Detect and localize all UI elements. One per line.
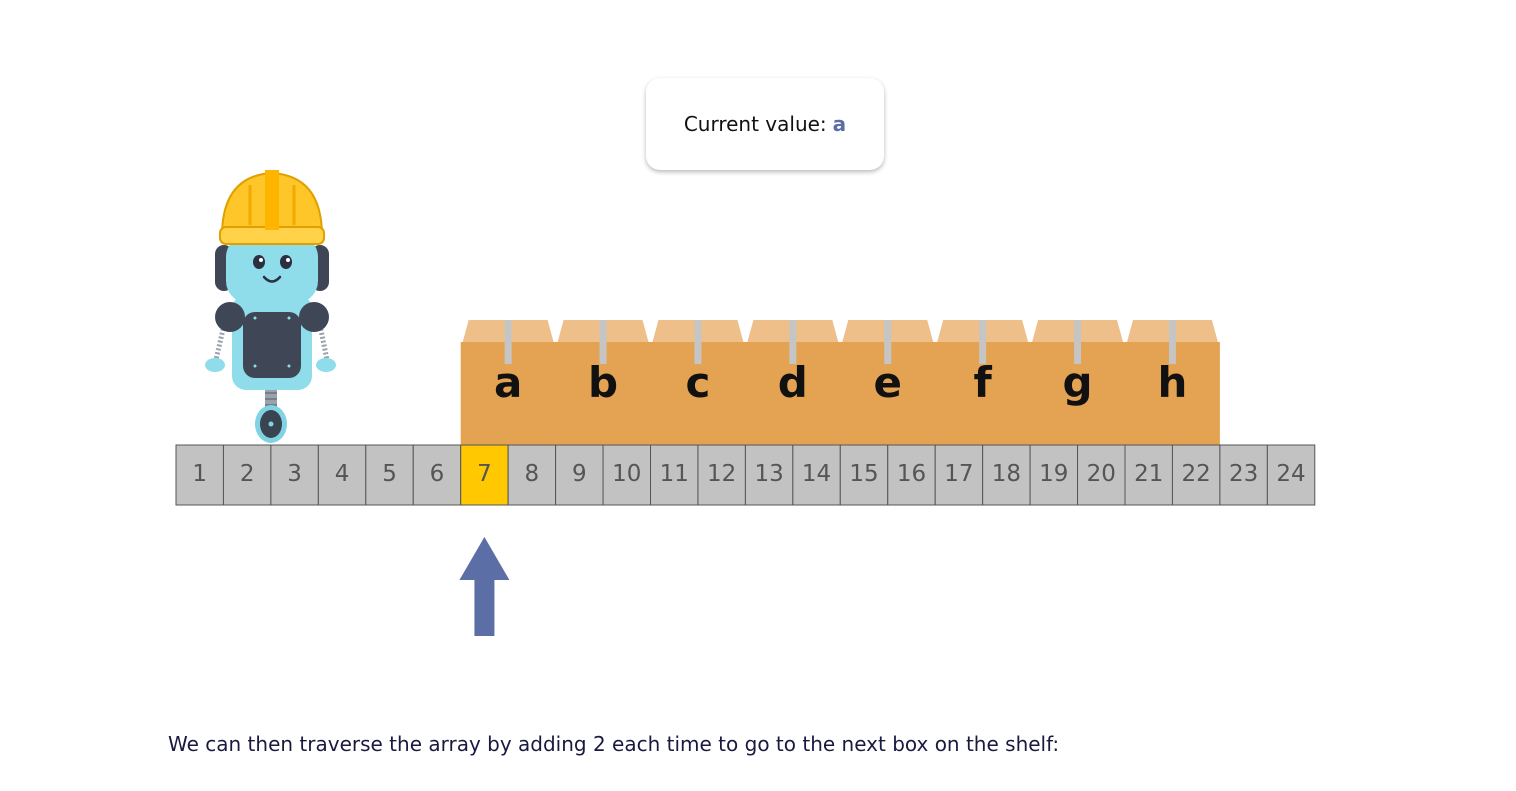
shelf-slot-22: 22	[1171, 444, 1221, 506]
caption-text: We can then traverse the array by adding…	[168, 732, 1060, 756]
shelf-slot-17: 17	[934, 444, 984, 506]
shelf-slot-number: 1	[192, 461, 207, 487]
shelf-slot-8: 8	[507, 444, 557, 506]
shelf-slot-number: 18	[992, 461, 1021, 487]
shelf-slot-number: 21	[1134, 461, 1163, 487]
box-label: a	[494, 358, 522, 407]
shelf-slot-11: 11	[650, 444, 699, 506]
shelf-slot-number: 2	[240, 461, 255, 487]
box-h: h	[1127, 320, 1218, 407]
shelf-slot-18: 18	[982, 444, 1031, 506]
shelf-slot-number: 8	[525, 461, 540, 487]
shelf-slot-number: 12	[707, 461, 736, 487]
shelf-slot-number: 22	[1182, 461, 1211, 487]
box-g: g	[1032, 320, 1123, 407]
shelf-slot-number: 17	[944, 461, 973, 487]
box-row-body	[460, 342, 1220, 445]
shelf-slot-number: 23	[1229, 461, 1258, 487]
shelf-slot-12: 12	[697, 444, 746, 506]
shelf-slot-24: 24	[1266, 444, 1316, 506]
box-label: h	[1157, 358, 1187, 407]
shelf-slot-16: 16	[887, 444, 936, 506]
shelf-slot-number: 13	[754, 461, 783, 487]
shelf-slot-14: 14	[792, 444, 841, 506]
shelf-slot-number: 7	[477, 461, 492, 487]
box-f: f	[937, 320, 1029, 407]
shelf-slot-number: 11	[660, 461, 689, 487]
shelf-slot-19: 19	[1029, 444, 1079, 506]
box-label: f	[974, 358, 993, 407]
box-label: e	[874, 358, 903, 407]
shelf-slot-number: 14	[802, 461, 831, 487]
shelf-slot-number: 5	[382, 461, 397, 487]
box-d: d	[747, 320, 839, 407]
shelf-slot-number: 15	[849, 461, 878, 487]
shelf-slot-9: 9	[555, 444, 604, 506]
shelf-slot-4: 4	[317, 444, 367, 506]
current-value-card: Current value: a	[646, 78, 884, 170]
shelf-slot-number: 20	[1087, 461, 1116, 487]
box-label: c	[685, 358, 710, 407]
box-e: e	[842, 320, 934, 407]
up-arrow-icon	[459, 537, 510, 636]
robot-icon	[205, 170, 336, 443]
shelf-slot-21: 21	[1124, 444, 1173, 506]
shelf-slot-1: 1	[175, 444, 224, 506]
box-label: g	[1063, 358, 1093, 407]
shelf-slot-number: 19	[1039, 461, 1068, 487]
shelf-slot-2: 2	[222, 444, 272, 506]
shelf-slot-23: 23	[1219, 444, 1268, 506]
shelf-slot-number: 24	[1276, 461, 1305, 487]
shelf-slot-6: 6	[412, 444, 462, 506]
shelf-slot-7: 7	[460, 444, 509, 506]
shelf-slot-number: 16	[897, 461, 926, 487]
box-b: b	[557, 320, 649, 407]
shelf-slot-3: 3	[270, 444, 319, 506]
shelf-slot-13: 13	[744, 444, 794, 506]
shelf-slot-number: 10	[612, 461, 641, 487]
shelf-slot-number: 9	[572, 461, 587, 487]
shelf-slot-5: 5	[365, 444, 414, 506]
box-c: c	[652, 320, 744, 407]
shelf-slot-20: 20	[1077, 444, 1126, 506]
shelf-slot-15: 15	[839, 444, 889, 506]
shelf-slot-number: 4	[335, 461, 350, 487]
box-label: b	[588, 358, 618, 407]
shelf-slot-number: 6	[430, 461, 445, 487]
box-label: d	[778, 358, 808, 407]
current-value-label: Current value:	[683, 112, 827, 136]
box-a: a	[462, 320, 554, 407]
shelf-slot-10: 10	[602, 444, 651, 506]
current-value-value: a	[832, 112, 847, 136]
shelf-slot-number: 3	[287, 461, 302, 487]
